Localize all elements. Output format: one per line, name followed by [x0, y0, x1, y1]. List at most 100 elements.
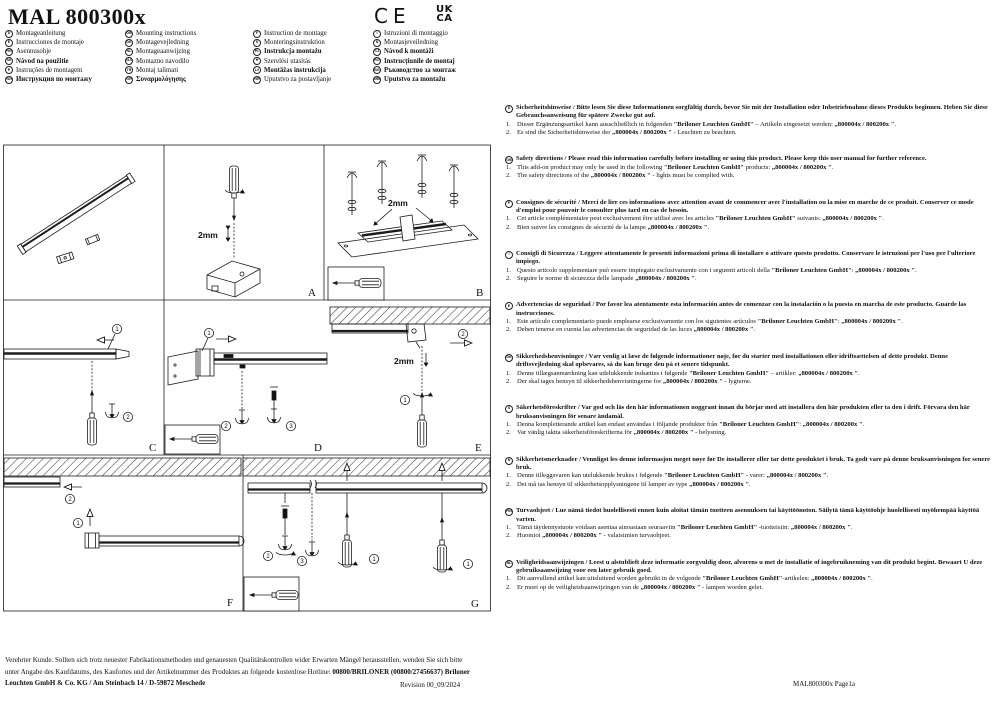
list-item-number: 1. — [506, 472, 511, 480]
language-code-badge: TR — [125, 66, 133, 75]
text-segment: The safety directions of the — [517, 172, 591, 180]
list-item-number: 2. — [506, 326, 511, 334]
text-segment: „800004x / 800200x " — [834, 120, 895, 128]
text-segment: „800004x / 800200x " — [771, 163, 832, 171]
ce-mark: CE — [374, 4, 411, 28]
list-item-number: 2. — [506, 129, 511, 137]
list-item-number: 1. — [506, 420, 511, 428]
language-code-badge: SK — [5, 57, 13, 66]
text-segment: „800004x / 800200x " — [693, 326, 754, 334]
safety-block-title-text: Veiligheidsaanwijzingen / Leest u alstub… — [516, 558, 983, 574]
safety-list-item: 1.Dit aanvullend artikel kan uitsluitend… — [505, 575, 993, 583]
list-item-text: Cet article complémentaire peut exclusiv… — [517, 215, 993, 223]
list-item-text: Tämä täydennystuote voidaan asentaa aino… — [517, 524, 993, 532]
language-code-badge: N — [505, 456, 513, 465]
list-item-text: Der skal tages hensyn til sikkerhedshenv… — [517, 378, 993, 386]
language-label: Montagevejledning — [136, 39, 189, 47]
text-segment: Det må tas hensyn til sikkerhetsopplysni… — [517, 480, 690, 488]
safety-block-title-text: Consignes de sécurité / Merci de lire ce… — [516, 198, 974, 214]
text-segment: - belysning. — [693, 429, 727, 437]
text-segment: „800004x / 800200x " — [612, 129, 672, 137]
text-segment: . — [894, 120, 897, 128]
text-segment: „800004x / 800200x " — [662, 377, 723, 385]
list-item-number: 1. — [506, 215, 511, 223]
list-item-text: The safety directions of the „800004x / … — [517, 172, 993, 180]
text-segment: . — [695, 275, 697, 283]
safety-list-item: 1. Denna kompletterande artikel kan endas… — [505, 421, 993, 429]
text-segment: . — [831, 163, 834, 171]
text-segment: „800004x / 800200x " — [790, 523, 851, 531]
text-segment: -artikelen: — [782, 575, 812, 583]
language-code-badge: I — [373, 29, 381, 38]
safety-list-item: 1.Denne tillægsanmærkning kan udelukkend… — [505, 370, 993, 378]
list-item-text: Var vänlig iaktta säkerhetsföreskriftern… — [517, 429, 993, 437]
language-code-badge: S — [505, 405, 513, 414]
language-code-badge: F — [505, 199, 513, 208]
list-item-number: 2. — [506, 532, 511, 540]
text-segment: Der skal tages hensyn til sikkerhedshenv… — [517, 377, 663, 385]
list-item-text: Det må tas hensyn til sikkerhetsopplysni… — [517, 481, 993, 489]
list-item-text: Este artículo complementario puede emple… — [517, 318, 993, 326]
panel-e — [329, 306, 491, 448]
safety-block-title-text: Consigli di Sicurezza / Leggere attentam… — [516, 249, 976, 266]
text-segment: „800004x / 800200x " — [798, 369, 859, 377]
text-segment: : — [851, 266, 856, 274]
list-item-number: 1. — [506, 266, 511, 274]
text-segment: „800004x / 800200x " — [633, 429, 694, 437]
safety-list-item: 1.Denne tilleggsvaren kan utelukkende br… — [505, 472, 993, 480]
text-segment: Denna kompletterande artikel kan endast … — [517, 420, 720, 428]
text-segment: „800004x / 800200x " — [542, 532, 602, 540]
list-item-text: Es sind die Sicherheitshinweise der „800… — [517, 129, 993, 137]
text-segment: "Briloner Leuchten GmbH" — [673, 120, 754, 128]
text-segment: 00800/BRILONER (00800/27456637) Briloner… — [5, 667, 470, 688]
language-code-badge: D — [505, 105, 513, 113]
safety-block-title-text: Sikkerhedshenvisninger / Vær venlig at l… — [516, 352, 949, 369]
language-code-badge: GB — [125, 29, 133, 38]
text-segment: "Briloner Leuchten GmbH" — [715, 215, 796, 223]
ukca-mark: UK CA — [436, 5, 453, 24]
revision-label: Revision 00_09/2024 — [400, 681, 461, 689]
text-segment: . — [871, 575, 873, 583]
text-segment: Tämä täydennystuote voidaan asentaa aino… — [517, 523, 678, 531]
list-item-text: Bien suivre les consignes de sécurité de… — [517, 224, 993, 232]
page-reference: MAL800300x Page1a — [793, 680, 856, 688]
text-segment: : — [799, 420, 803, 428]
language-code-badge: RUS — [5, 75, 13, 84]
list-item-text: This add-on product may only be used in … — [517, 164, 993, 172]
text-segment: - varer: — [744, 472, 767, 480]
list-item-number: 2. — [506, 429, 511, 437]
step-number: 2 — [224, 424, 228, 430]
list-item-number: 1. — [506, 318, 511, 326]
language-label: Asennusohje — [16, 48, 52, 56]
panel-a — [206, 165, 261, 298]
language-code-badge: N — [373, 38, 381, 47]
text-segment: . — [882, 215, 884, 223]
text-segment: . — [862, 420, 865, 428]
dimension-label-2mm: 2mm — [388, 198, 408, 208]
language-label: Instrukcja montażu — [264, 48, 322, 56]
step-number: 2 — [68, 497, 72, 503]
language-code-badge: RO — [373, 57, 381, 66]
step-number: 3 — [300, 559, 304, 565]
safety-list-item: 2.Bien suivre les consignes de sécurité … — [505, 224, 993, 232]
language-code-badge: BG — [373, 66, 381, 75]
step-number: 1 — [76, 521, 80, 527]
text-segment: Dieser Ergänzungsartikel kann ausschließ… — [517, 120, 674, 128]
safety-list-item: 1.Questo articolo supplementare può esse… — [505, 267, 993, 275]
list-item-text: Huomioi „800004x / 800200x " - valaisimi… — [517, 532, 993, 540]
safety-block-title-text: Sikkerhetsmerknader / Vennligst les denn… — [516, 455, 991, 472]
text-segment: „800004x / 800200x " — [811, 575, 872, 583]
text-segment: „800004x / 800200x " — [802, 420, 863, 428]
